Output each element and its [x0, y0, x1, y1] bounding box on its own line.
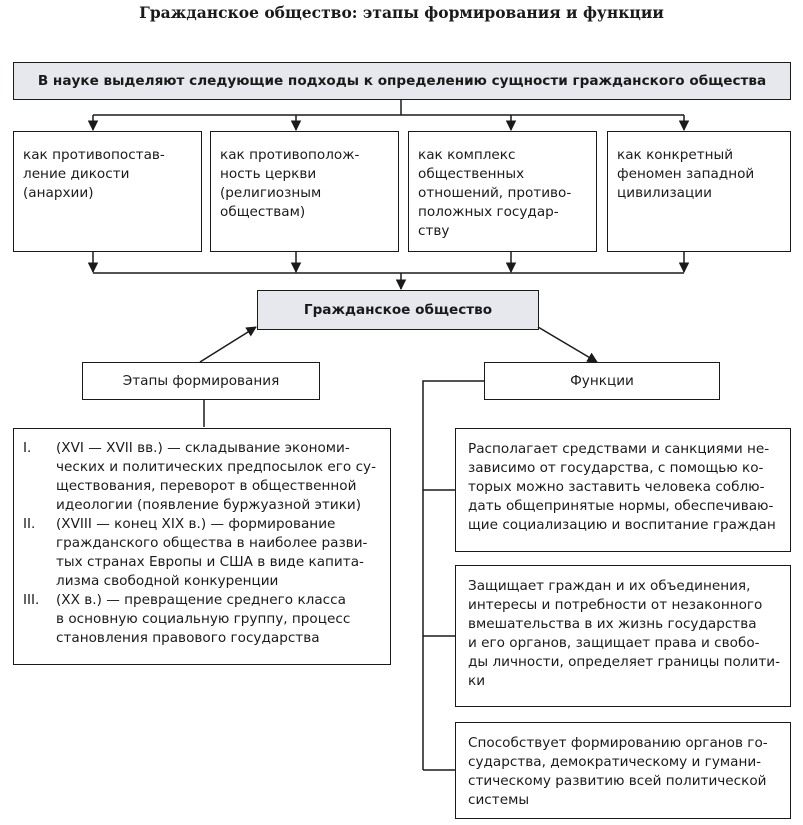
stage-item-2: II. (XVIII — конец XIX в.) — формировани…	[23, 515, 390, 591]
stage-number: II.	[23, 516, 36, 532]
function-line: щие социализацию и воспитание граждан	[468, 517, 776, 533]
arrow-center-to-functions	[537, 326, 598, 363]
functions-label-box: Функции	[484, 362, 720, 400]
stage-line: лизма свободной конкуренции	[56, 573, 279, 589]
approach-box-3: как комплекс общественных отношений, про…	[408, 131, 597, 252]
function-line: Располагает средствами и санкциями не-	[468, 441, 770, 457]
stage-line: (XVIII — конец XIX в.) — формирование	[56, 516, 336, 532]
approach-line: (религиозным	[220, 185, 322, 201]
approach-line: ству	[418, 223, 450, 239]
function-line: зависимо от государства, с помощью ко-	[468, 460, 764, 476]
stage-number: I.	[23, 440, 32, 456]
function-line: торых можно заставить человека соблю-	[468, 479, 765, 495]
approach-box-1: как противопостав- ление дикости (анархи…	[13, 131, 202, 252]
approach-line: (анархии)	[23, 185, 94, 201]
approach-line: как противополож-	[220, 147, 360, 163]
arrow-stages-to-center	[199, 326, 257, 363]
approaches-header-text: В науке выделяют следующие подходы к опр…	[37, 73, 767, 89]
stage-number: III.	[23, 592, 40, 608]
function-box-1: Располагает средствами и санкциями не- з…	[455, 428, 791, 552]
function-line: ды личности, определяет границы полити-	[468, 654, 781, 670]
functions-label-text: Функции	[570, 373, 634, 389]
stages-label-box: Этапы формирования	[82, 362, 320, 400]
stage-line: становления правового государства	[56, 630, 320, 646]
approach-line: обществам)	[220, 204, 306, 220]
stage-line: идеологии (появление буржуазной этики)	[56, 497, 362, 513]
civil-society-box: Гражданское общество	[257, 290, 539, 330]
approach-line: как комплекс	[418, 147, 516, 163]
stage-line: тых странах Европы и США в виде капита-	[56, 554, 364, 570]
function-line: ки	[468, 673, 486, 689]
approach-line: отношений, противо-	[418, 185, 572, 201]
civil-society-text: Гражданское общество	[303, 302, 493, 318]
approach-line: цивилизации	[617, 185, 712, 201]
function-line: стическому развитию всей политической	[468, 773, 767, 789]
stage-line: (XX в.) — превращение среднего класса	[56, 592, 346, 608]
function-line: дать общепринятые нормы, обеспечиваю-	[468, 498, 774, 514]
stages-box: I. (XVI — XVII вв.) — складывание эконом…	[13, 428, 391, 665]
approach-line: как противопостав-	[23, 147, 165, 163]
approach-line: общественных	[418, 166, 525, 182]
approach-box-4: как конкретный феномен западной цивилиза…	[607, 131, 791, 252]
approach-box-2: как противополож- ность церкви (религиоз…	[210, 131, 399, 252]
approach-line: ность церкви	[220, 166, 317, 182]
function-line: сударства, демократическому и гумани-	[468, 754, 762, 770]
function-line: Способствует формированию органов го-	[468, 735, 768, 751]
diagram-title: Гражданское общество: этапы формирования…	[139, 3, 664, 22]
stage-line: гражданского общества в наиболее разви-	[56, 535, 368, 551]
function-line: интересы и потребности от незаконного	[468, 597, 763, 613]
function-line: Защищает граждан и их объединения,	[468, 578, 751, 594]
function-box-2: Защищает граждан и их объединения, интер…	[455, 565, 791, 707]
stage-item-1: I. (XVI — XVII вв.) — складывание эконом…	[23, 439, 390, 515]
connector-functions-bracket	[422, 380, 484, 770]
function-box-3: Способствует формированию органов го- су…	[455, 722, 791, 819]
approach-line: как конкретный	[617, 147, 734, 163]
approach-line: положных государ-	[418, 204, 559, 220]
stage-line: ческих и политических предпосылок его су…	[56, 459, 376, 475]
approach-line: феномен западной	[617, 166, 755, 182]
function-line: вмешательства в их жизнь государства	[468, 616, 757, 632]
approach-line: ление дикости	[23, 166, 130, 182]
stage-line: в основную социальную группу, процесс	[56, 611, 351, 627]
stages-label-text: Этапы формирования	[122, 373, 280, 389]
function-line: и его органов, защищает права и свобо-	[468, 635, 760, 651]
approaches-header-box: В науке выделяют следующие подходы к опр…	[13, 62, 791, 100]
stage-item-3: III. (XX в.) — превращение среднего клас…	[23, 591, 390, 648]
stage-line: ществования, переворот в общественной	[56, 478, 357, 494]
stage-line: (XVI — XVII вв.) — складывание экономи-	[56, 440, 350, 456]
function-line: системы	[468, 792, 530, 808]
